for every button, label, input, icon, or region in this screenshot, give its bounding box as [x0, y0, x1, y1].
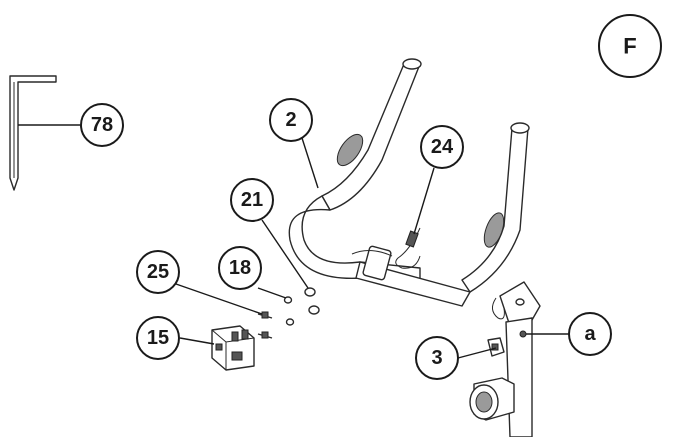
washer-set — [257, 287, 320, 339]
sensor-wire-illustration — [395, 227, 421, 269]
callout-knob-label: 3 — [431, 347, 442, 369]
callout-end-cap-circle — [136, 316, 180, 360]
callout-bolt: 25 — [136, 250, 180, 294]
callout-washer-circle — [230, 178, 274, 222]
leader-bolt — [175, 283, 263, 315]
callout-bolt-circle — [136, 250, 180, 294]
handlebar-clamp-band — [351, 250, 393, 257]
leader-knob — [457, 347, 497, 359]
step-badge: F — [598, 14, 662, 78]
callout-washer-label: 21 — [241, 189, 263, 211]
callout-bolt-label: 25 — [147, 261, 169, 283]
sensor-wire-connector — [405, 230, 419, 248]
allen-key-illustration — [9, 75, 57, 191]
callout-handlebar: 2 — [269, 98, 313, 142]
callout-post-point-circle — [568, 312, 612, 356]
handlebar-left-grip — [321, 60, 421, 211]
end-cap-hole — [215, 343, 223, 351]
leader-spring-washer — [257, 287, 287, 299]
knob-centre — [475, 391, 493, 413]
callout-knob-circle — [415, 336, 459, 380]
knob-bracket-screw — [491, 343, 499, 351]
handlebar-illustration — [288, 58, 530, 307]
step-badge-circle — [598, 14, 662, 78]
stem-post-tube — [505, 317, 533, 437]
callout-allen-key-circle — [80, 103, 124, 147]
handlebar-left-end — [402, 58, 422, 70]
handlebar-right-end — [510, 122, 530, 134]
handlebar-left-pulse-sensor — [336, 133, 364, 167]
post-hole-a — [519, 330, 527, 338]
callout-sensor-wire-circle — [420, 125, 464, 169]
callout-allen-key: 78 — [80, 103, 124, 147]
post-wire-loop — [492, 297, 505, 320]
spring-washer-lower — [285, 318, 295, 326]
leader-handlebar — [301, 137, 319, 189]
sensor-wire-path — [395, 227, 421, 269]
washer-lower — [308, 305, 320, 315]
leader-washer — [261, 219, 309, 289]
callout-end-cap-label: 15 — [147, 327, 169, 349]
callout-handlebar-label: 2 — [285, 109, 296, 131]
washer-upper — [304, 287, 316, 297]
callout-end-cap: 15 — [136, 316, 180, 360]
end-cap-slot-left — [231, 331, 239, 342]
leader-end-cap — [179, 337, 215, 345]
bolt-upper-head — [261, 311, 269, 319]
end-cap-illustration — [211, 325, 255, 371]
callout-sensor-wire-label: 24 — [431, 136, 454, 158]
callout-handlebar-circle — [269, 98, 313, 142]
callout-spring-washer: 18 — [218, 246, 262, 290]
end-cap-notch — [231, 351, 243, 361]
callout-post-point-label: a — [584, 323, 596, 345]
step-badge-label: F — [623, 34, 636, 59]
leader-sensor-wire — [413, 167, 435, 235]
end-cap-slot-right — [241, 329, 249, 340]
handlebar-clamp — [362, 245, 392, 281]
handlebar-right-pulse-sensor — [483, 212, 505, 248]
handlebar-left-bend — [288, 195, 421, 285]
callout-sensor-wire: 24 — [420, 125, 464, 169]
callout-allen-key-label: 78 — [91, 114, 113, 136]
handlebar-right-grip — [461, 124, 529, 293]
callout-post-point: a — [568, 312, 612, 356]
callout-knob: 3 — [415, 336, 459, 380]
callout-washer: 21 — [230, 178, 274, 222]
bolt-lower-head — [261, 331, 269, 339]
spring-washer-upper — [283, 296, 293, 304]
stem-post-illustration — [469, 281, 541, 437]
allen-key-shape — [9, 75, 57, 191]
mounting-plate-hole — [515, 298, 525, 306]
callout-spring-washer-label: 18 — [229, 257, 251, 279]
callout-spring-washer-circle — [218, 246, 262, 290]
